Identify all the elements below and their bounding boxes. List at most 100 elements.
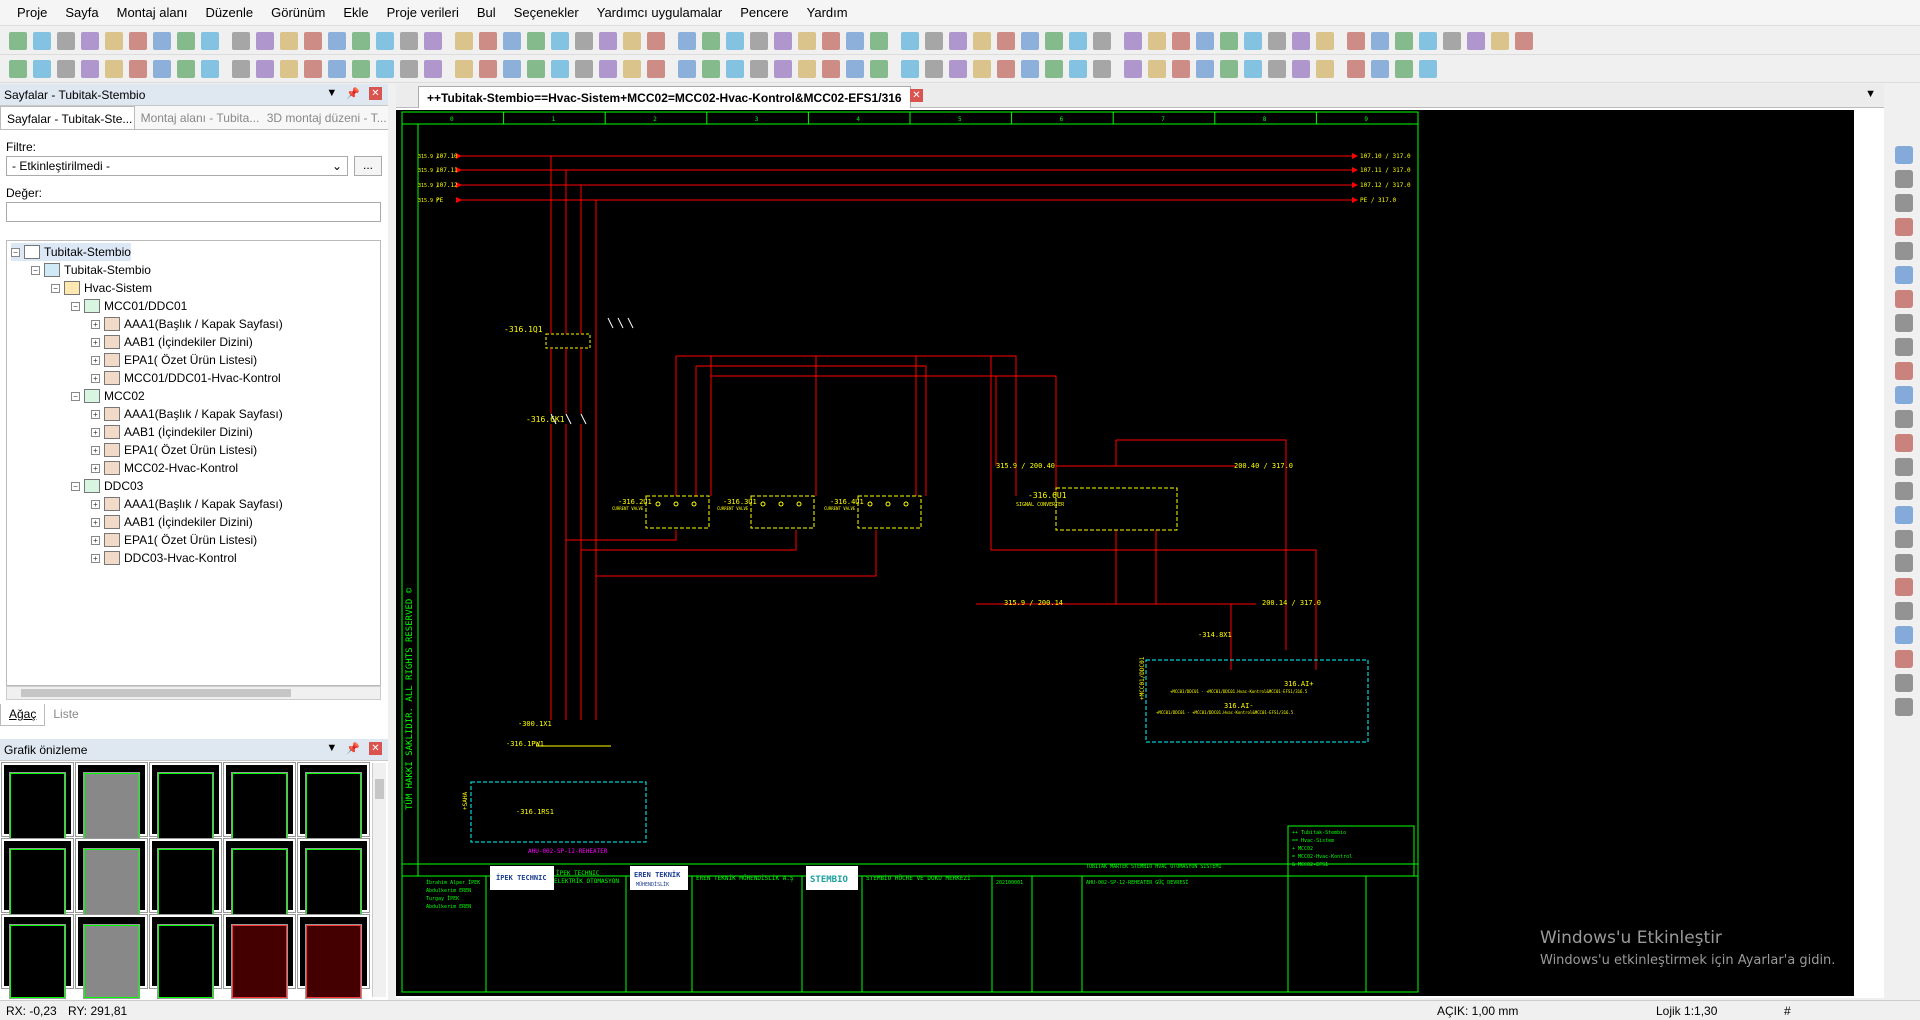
drawing-tool-icon[interactable] (1895, 578, 1913, 596)
toolbar-tool-icon[interactable] (105, 59, 123, 78)
toolbar-tool-icon[interactable] (822, 31, 840, 50)
toolbar-tool-icon[interactable] (551, 59, 569, 78)
toolbar-tool-icon[interactable] (901, 59, 919, 78)
filter-select[interactable]: - Etkinleştirilmedi - ⌄ (6, 156, 348, 176)
toolbar-tool-icon[interactable] (1347, 31, 1365, 50)
toolbar-tool-icon[interactable] (57, 31, 75, 50)
toolbar-tool-icon[interactable] (846, 59, 864, 78)
toolbar-tool-icon[interactable] (1196, 59, 1214, 78)
toolbar-tool-icon[interactable] (1244, 31, 1262, 50)
toolbar-tool-icon[interactable] (1443, 31, 1461, 50)
toolbar-tool-icon[interactable] (1021, 31, 1039, 50)
tab-3d-layout[interactable]: 3D montaj düzeni - T... (266, 111, 387, 125)
toolbar-tool-icon[interactable] (1148, 31, 1166, 50)
menu-item-8[interactable]: Seçenekler (513, 5, 579, 20)
toolbar-tool-icon[interactable] (1395, 59, 1413, 78)
toolbar-tool-icon[interactable] (400, 31, 418, 50)
toolbar-tool-icon[interactable] (1069, 59, 1087, 78)
drawing-tool-icon[interactable] (1895, 530, 1913, 548)
toolbar-tool-icon[interactable] (1045, 59, 1063, 78)
menu-item-10[interactable]: Pencere (740, 5, 789, 20)
toolbar-tool-icon[interactable] (678, 31, 696, 50)
toolbar-tool-icon[interactable] (1268, 31, 1286, 50)
close-icon[interactable]: ✕ (369, 87, 382, 100)
tree-item[interactable]: +AAB1 (İçindekiler Dizini) (91, 423, 253, 441)
expand-icon[interactable]: + (91, 355, 100, 365)
toolbar-tool-icon[interactable] (1395, 31, 1413, 50)
drawing-tool-icon[interactable] (1895, 506, 1913, 524)
close-tab-icon[interactable]: ✕ (910, 89, 923, 102)
expand-icon[interactable]: + (91, 319, 100, 329)
toolbar-tool-icon[interactable] (177, 59, 195, 78)
toolbar-tool-icon[interactable] (798, 31, 816, 50)
tree-item[interactable]: +AAA1(Başlık / Kapak Sayfası) (91, 495, 283, 513)
drawing-tool-icon[interactable] (1895, 218, 1913, 236)
drawing-tool-icon[interactable] (1895, 362, 1913, 380)
toolbar-tool-icon[interactable] (33, 59, 51, 78)
toolbar-tool-icon[interactable] (1196, 31, 1214, 50)
tab-list-dropdown-icon[interactable]: ▼ (1865, 88, 1876, 100)
toolbar-tool-icon[interactable] (256, 31, 274, 50)
toolbar-tool-icon[interactable] (153, 31, 171, 50)
expand-icon[interactable]: + (91, 463, 100, 473)
expand-icon[interactable]: + (91, 535, 100, 545)
toolbar-tool-icon[interactable] (870, 59, 888, 78)
toolbar-tool-icon[interactable] (973, 31, 991, 50)
expand-icon[interactable]: + (91, 445, 100, 455)
expand-icon[interactable]: − (11, 247, 20, 257)
toolbar-tool-icon[interactable] (153, 59, 171, 78)
tree-item[interactable]: +MCC02-Hvac-Kontrol (91, 459, 238, 477)
filter-more-button[interactable]: ... (354, 156, 382, 176)
drawing-tool-icon[interactable] (1895, 674, 1913, 692)
toolbar-tool-icon[interactable] (232, 31, 250, 50)
menu-item-4[interactable]: Görünüm (271, 5, 326, 20)
drawing-tool-icon[interactable] (1895, 698, 1913, 716)
toolbar-tool-icon[interactable] (503, 31, 521, 50)
menu-item-3[interactable]: Düzenle (205, 5, 254, 20)
toolbar-tool-icon[interactable] (647, 59, 665, 78)
toolbar-tool-icon[interactable] (1467, 31, 1485, 50)
toolbar-tool-icon[interactable] (1316, 59, 1334, 78)
toolbar-tool-icon[interactable] (1172, 59, 1190, 78)
tab-pages[interactable]: Sayfalar - Tubitak-Ste... (0, 106, 135, 129)
toolbar-tool-icon[interactable] (527, 31, 545, 50)
tree-item[interactable]: +EPA1( Özet Ürün Listesi) (91, 351, 257, 369)
drawing-tool-icon[interactable] (1895, 602, 1913, 620)
tree-item[interactable]: +AAB1 (İçindekiler Dizini) (91, 333, 253, 351)
page-thumbnail[interactable] (149, 762, 222, 847)
toolbar-tool-icon[interactable] (702, 59, 720, 78)
close-icon[interactable]: ✕ (369, 742, 382, 755)
preview-scrollbar[interactable] (372, 763, 386, 997)
menu-item-11[interactable]: Yardım (806, 5, 848, 20)
toolbar-tool-icon[interactable] (1292, 59, 1310, 78)
drawing-tool-icon[interactable] (1895, 554, 1913, 572)
page-thumbnail[interactable] (1, 914, 74, 999)
drawing-tool-icon[interactable] (1895, 434, 1913, 452)
toolbar-tool-icon[interactable] (949, 31, 967, 50)
toolbar-tool-icon[interactable] (1371, 31, 1389, 50)
tree-item[interactable]: −Tubitak-Stembio (11, 243, 131, 261)
tree-item[interactable]: −MCC01/DDC01 (71, 297, 187, 315)
menu-item-2[interactable]: Montaj alanı (116, 5, 188, 20)
toolbar-tool-icon[interactable] (774, 59, 792, 78)
toolbar-tool-icon[interactable] (280, 59, 298, 78)
drawing-tool-icon[interactable] (1895, 242, 1913, 260)
menu-item-6[interactable]: Proje verileri (386, 5, 459, 20)
toolbar-tool-icon[interactable] (9, 59, 27, 78)
expand-icon[interactable]: − (71, 481, 80, 491)
toolbar-tool-icon[interactable] (925, 59, 943, 78)
toolbar-tool-icon[interactable] (551, 31, 569, 50)
toolbar-tool-icon[interactable] (623, 59, 641, 78)
toolbar-tool-icon[interactable] (201, 31, 219, 50)
toolbar-tool-icon[interactable] (304, 31, 322, 50)
drawing-tool-icon[interactable] (1895, 194, 1913, 212)
expand-icon[interactable]: + (91, 337, 100, 347)
expand-icon[interactable]: − (71, 391, 80, 401)
toolbar-tool-icon[interactable] (774, 31, 792, 50)
expand-icon[interactable]: − (71, 301, 80, 311)
expand-icon[interactable]: + (91, 499, 100, 509)
toolbar-tool-icon[interactable] (870, 31, 888, 50)
toolbar-tool-icon[interactable] (997, 31, 1015, 50)
toolbar-tool-icon[interactable] (455, 31, 473, 50)
toolbar-tool-icon[interactable] (81, 31, 99, 50)
